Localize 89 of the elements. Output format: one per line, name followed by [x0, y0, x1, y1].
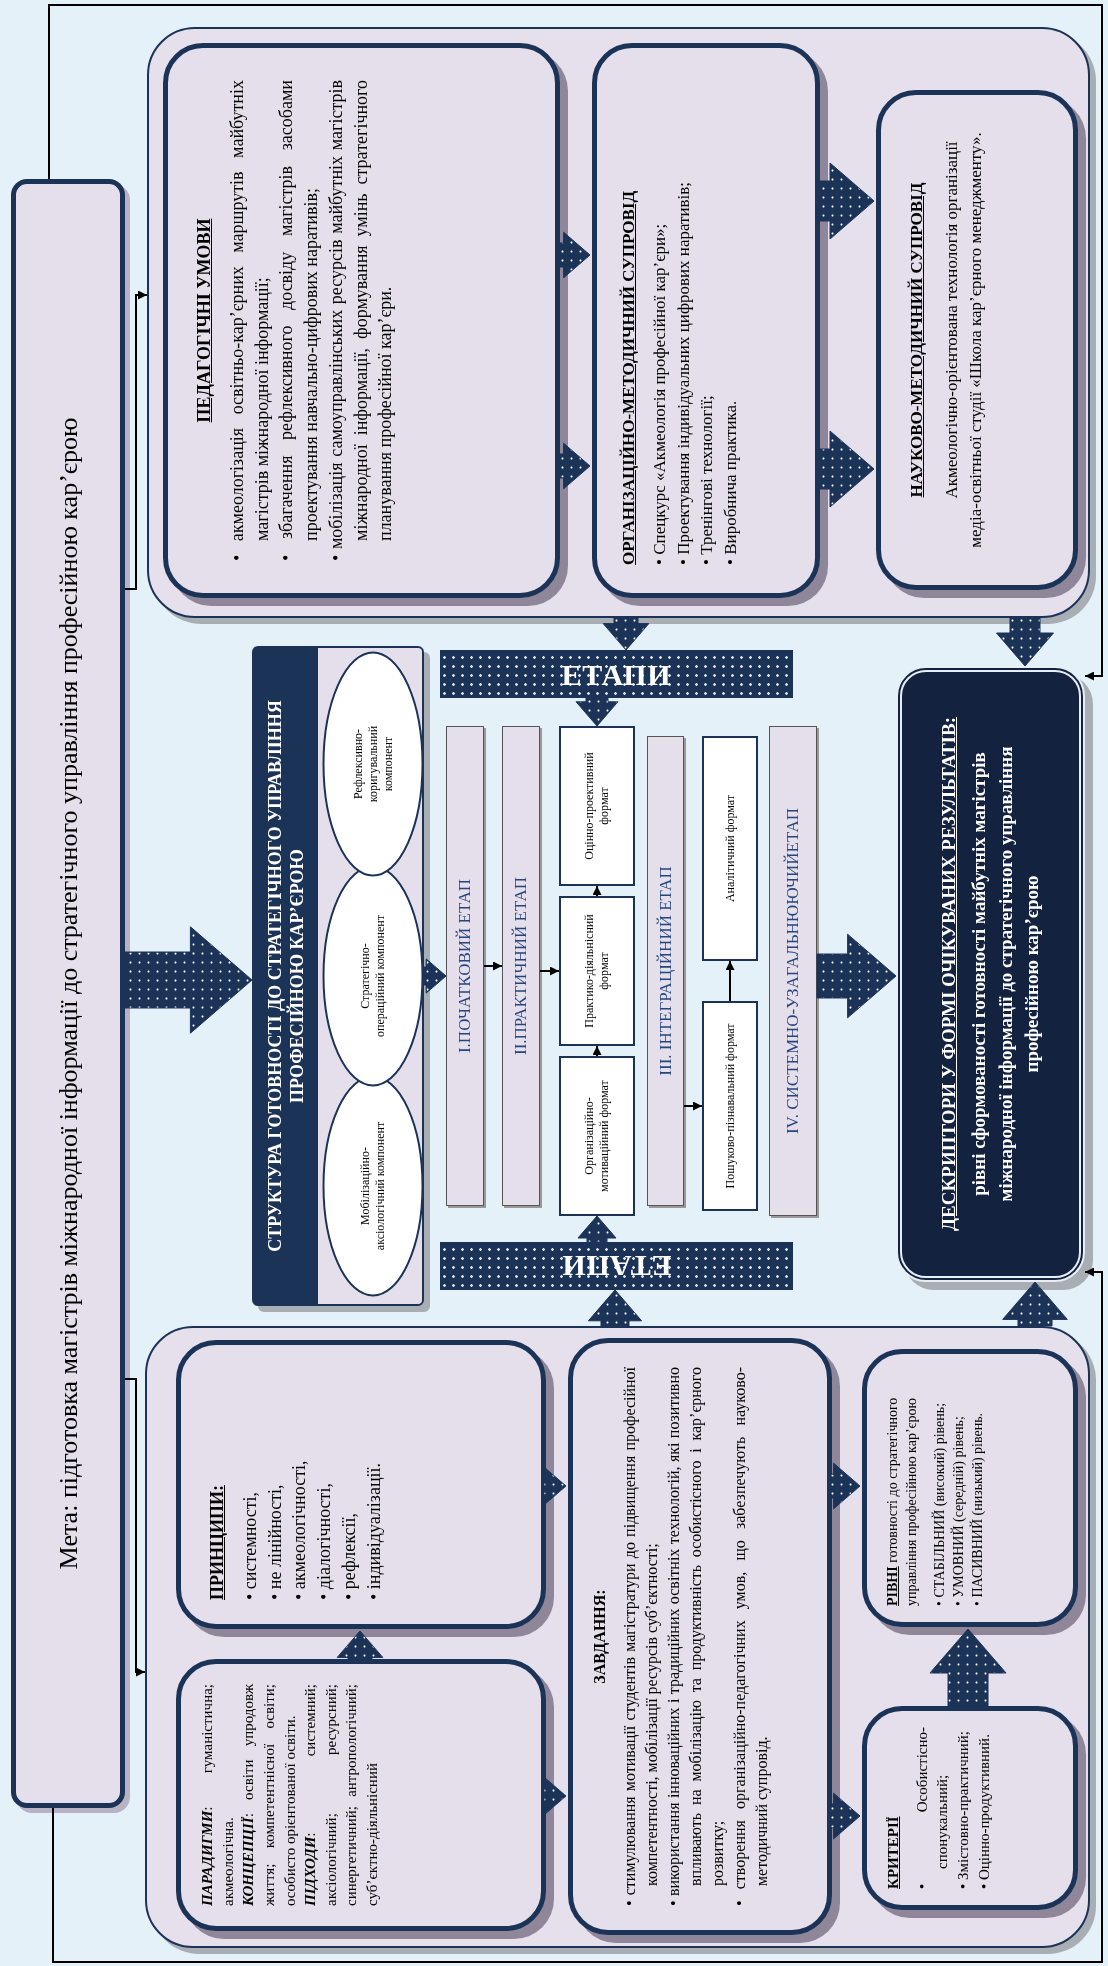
- arrow: [683, 1101, 703, 1111]
- arrow: [592, 1045, 602, 1057]
- list-item: • не лінійності,: [263, 1483, 286, 1600]
- block-arrow: [577, 1215, 617, 1243]
- list-item: • ПАСИВНИЙ (низький) рівень.: [968, 1411, 986, 1606]
- component-label: Мобілізаційно-аксіологічний компонент: [358, 1121, 388, 1251]
- block-arrow: [996, 617, 1054, 667]
- list-item: • Виробнича практика.: [719, 399, 741, 565]
- block-arrow: [816, 933, 897, 1019]
- stage-banner: [440, 1242, 793, 1290]
- component-label: Стратегічно-операційний компонент: [358, 914, 388, 1039]
- results-text: рівні сформованості готовності майбутніх магістрів міжнародної інформації до стратегічного управління професійною кар’єрою: [967, 745, 1043, 1204]
- stage-bar: [769, 726, 817, 1216]
- component-label: Рефлексивно-коригувальний компонент: [350, 724, 396, 805]
- stage-bar: [502, 726, 540, 1206]
- list-item: • Особистісно-спонукальний;: [912, 1727, 952, 1889]
- arrow: [124, 290, 148, 590]
- stage-banner: [440, 650, 793, 698]
- block-arrow: [543, 1778, 567, 1814]
- list-item: • акмеологізація освітньо-кар’єрних маршрутів майбутніх магістрів міжнародної інформації;: [225, 80, 273, 561]
- format-box: [559, 726, 635, 886]
- stage-label: ІІІ. ІНТЕГРАЦІЙНИЙ ЕТАП: [654, 866, 676, 1076]
- heading: ПРИНЦИПИ:: [206, 1484, 228, 1600]
- block-arrow: [557, 442, 591, 490]
- list-item: • стимулювання мотивації студентів магістратури до підвищення професійної компетентності, мобілізації ресурсів суб’єктності;: [620, 1367, 662, 1906]
- format-box: [702, 1001, 758, 1211]
- list-item: • мобілізація самоуправлінських ресурсів майбутніх магістрів міжнародної інформації, формування умінь стратегічного планування професійної кар’єри.: [324, 80, 397, 561]
- list-item: • індивідуалізації.: [362, 1462, 385, 1600]
- block-arrow: [543, 1468, 567, 1504]
- list-item: • Проектування індивідуальних цифрових наративів;: [672, 180, 694, 565]
- list-item: • Тренінгові технології;: [696, 394, 718, 565]
- stage-label: ІV. СИСТЕМНО-УЗАГАЛЬНЮЮЧИЙЕТАП: [782, 807, 804, 1135]
- arrow: [48, 4, 1103, 681]
- list-item: • акмеологічності,: [288, 1459, 311, 1600]
- heading: ДЕСКРИПТОРИ У ФОРМІ ОЧІКУВАНИХ РЕЗУЛЬТАТІВ:: [937, 717, 961, 1231]
- list-item: • Оцінно-продуктивний.: [974, 1733, 993, 1889]
- block-arrow: [124, 926, 253, 1034]
- block-arrow: [817, 162, 875, 240]
- list-item: • Змістовно-практичний;: [953, 1730, 972, 1889]
- stage-bar: [446, 726, 484, 1206]
- banner-label: ЕТАПИ: [561, 656, 672, 693]
- structure-heading: СТРУКТУРА ГОТОВНОСТІ ДО СТРАТЕГІЧНОГО УПРАВЛІННЯ ПРОФЕСІЙНОЮ КАР’ЄРОЮ: [263, 699, 308, 1254]
- block-arrow: [1002, 1281, 1068, 1327]
- block-arrow: [817, 430, 875, 508]
- format-box: [702, 736, 758, 961]
- heading: ЗАВДАННЯ:: [590, 1588, 610, 1686]
- arrow: [52, 1267, 1103, 1963]
- block-arrow: [557, 231, 591, 279]
- heading: ОРГАНІЗАЦІЙНО-МЕТОДИЧНИЙ СУПРОВІД: [618, 189, 639, 565]
- paragraph: ПАРАДИГМИ: гуманістична; акмеологічна.: [198, 1684, 237, 1906]
- block-arrow: [929, 1628, 1007, 1709]
- block-arrow: [423, 958, 447, 994]
- format-label: Пошуково-пізнавальний формат: [722, 1023, 738, 1189]
- arrow: [725, 960, 735, 1002]
- format-label: Організаційно-мотиваційний формат: [582, 1079, 612, 1194]
- block-arrow: [336, 1630, 384, 1662]
- format-label: Оцінно-проективний формат: [582, 751, 612, 862]
- heading: ПЕДАГОГІЧНІ УМОВИ: [193, 217, 215, 425]
- arrow: [539, 966, 560, 976]
- heading: РІВНІ готовності до стратегічного управління професійною кар’єрою: [884, 1396, 921, 1606]
- list-item: • створення організаційно-педагогічних умов, що забезпечують науково-методичний супровід.: [730, 1367, 772, 1906]
- list-item: • використання інноваційних і традиційних освітніх технологій, які позитивно впливають на мобілізацію та продуктивність особистісного і кар’єрного розвитку;: [664, 1367, 728, 1906]
- format-box: [559, 896, 635, 1046]
- stage-label: І.ПОЧАТКОВИЙ ЕТАП: [454, 878, 476, 1054]
- block-arrow: [587, 1289, 643, 1327]
- paragraph: Акмеологічно-орієнтована технологія організації медіа-освітньої студії «Школа кар’єрного менеджменту».: [941, 131, 986, 550]
- list-item: • СТАБІЛЬНИЙ (високий) рівень;: [930, 1401, 948, 1606]
- arrow: [592, 885, 602, 897]
- list-item: • УМОВНИЙ (середній) рівень;: [949, 1415, 967, 1606]
- stage-bar: [647, 736, 684, 1206]
- format-box: [559, 1056, 635, 1216]
- list-item: • системності,: [238, 1490, 261, 1600]
- stage-label: ІІ.ПРАКТИЧНИЙ ЕТАП: [510, 877, 532, 1055]
- list-item: • Спецкурс «Акмеологія професійної кар’єри»;: [649, 222, 671, 565]
- heading: КРИТЕРІЇ: [884, 1815, 902, 1889]
- block-arrow: [829, 1462, 861, 1510]
- block-arrow: [575, 697, 619, 727]
- arrow: [483, 961, 503, 971]
- heading: НАУКОВО-МЕТОДИЧНИЙ СУПРОВІД: [906, 181, 927, 500]
- list-item: • рефлексії,: [337, 1512, 360, 1600]
- list-item: • збагачення рефлексивного досвіду магістрів засобами проектування навчально-цифрових наративів;: [275, 80, 322, 561]
- goal-text: Мета: підготовка магістрів міжнародної інформації до стратегічного управління професійною кар’єрою: [52, 416, 84, 1572]
- block-arrow: [829, 1792, 861, 1840]
- format-label: Аналітичний формат: [722, 794, 738, 903]
- banner-label: ЕТАПИ: [561, 1248, 672, 1285]
- arrow: [124, 1378, 146, 1677]
- list-item: • діалогічності,: [313, 1482, 335, 1600]
- format-label: Практико-діяльнісний формат: [582, 913, 612, 1030]
- block-arrow: [602, 617, 650, 651]
